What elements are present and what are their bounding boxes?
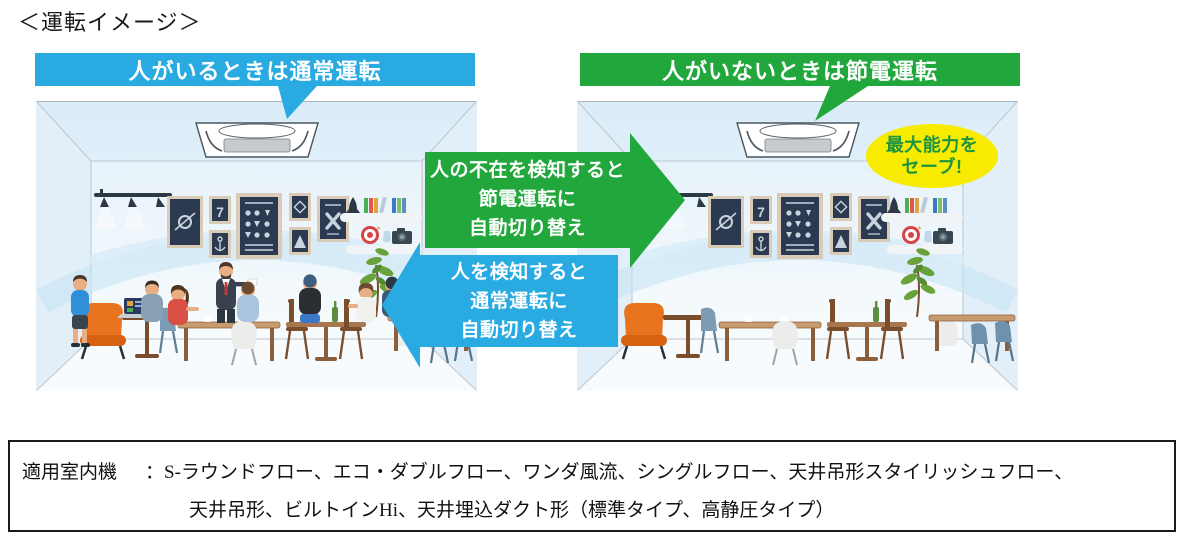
page-title: ＜運転イメージ＞ [18,10,202,35]
banner-saving-tail [815,86,868,121]
banner-normal-tail [278,86,317,119]
arrow-to-normal: 人を検知すると 通常運転に 自動切り替え [382,242,618,368]
banner-saving-operation: 人がいないときは節電運転 [580,53,1020,86]
banner-normal-operation: 人がいるときは通常運転 [35,53,475,86]
footer-models-line1: S-ラウンドフロー、エコ・ダブルフロー、ワンダ風流、シングルフロー、天井吊形スタ… [164,462,1074,483]
arrow-to-saving: 人の不在を検知すると 節電運転に 自動切り替え [425,133,685,268]
banner-saving-label: 人がいないときは節電運転 [661,58,938,84]
banner-normal-label: 人がいるときは通常運転 [128,58,382,84]
arrow-to-saving-text: 人の不在を検知すると 節電運転に 自動切り替え [429,160,625,239]
applicable-indoor-units-box: 適用室内機 ：S-ラウンドフロー、エコ・ダブルフロー、ワンダ風流、シングルフロー、… [8,440,1176,532]
footer-line1: 適用室内機 ：S-ラウンドフロー、エコ・ダブルフロー、ワンダ風流、シングルフロー、… [22,457,1073,484]
arrow-to-normal-text: 人を検知すると 通常運転に 自動切り替え [450,262,588,341]
max-capacity-save-badge: 最大能力を セーブ! [866,124,998,188]
arrow-left-icon [382,242,618,368]
footer-line2: 天井吊形、ビルトインHi、天井埋込ダクト形（標準タイプ、高静圧タイプ） [189,495,834,522]
footer-models-line2: 天井吊形、ビルトインHi、天井埋込ダクト形（標準タイプ、高静圧タイプ） [189,500,835,521]
arrow-right-icon [425,133,685,268]
footer-label: 適用室内機 [22,462,118,483]
footer-separator: ： [145,462,165,483]
